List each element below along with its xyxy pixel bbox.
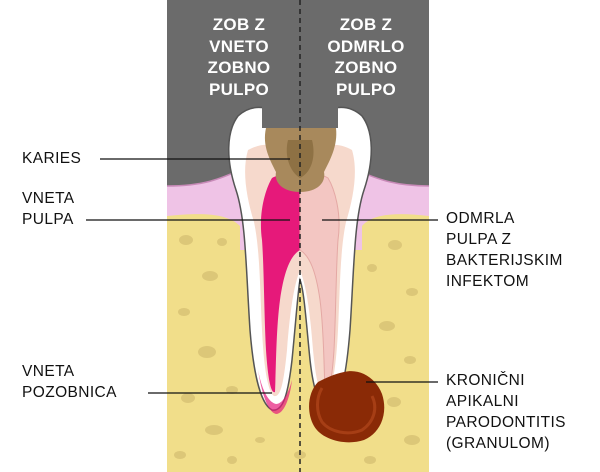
label-necrotic-pulp-line: INFEKTOM xyxy=(446,273,530,290)
label-necrotic-pulp: ODMRLA PULPA Z BAKTERIJSKIM INFEKTOM xyxy=(446,208,563,292)
label-caries-line: KARIES xyxy=(22,150,82,167)
label-granuloma-line: APIKALNI xyxy=(446,393,519,410)
label-necrotic-pulp-line: PULPA Z xyxy=(446,231,512,248)
header-right-line: ZOBNO xyxy=(334,58,398,77)
label-caries: KARIES xyxy=(22,148,81,169)
label-periodontitis-line: VNETA xyxy=(22,363,75,380)
label-necrotic-pulp-line: BAKTERIJSKIM xyxy=(446,252,563,269)
header-right-line: ZOB Z xyxy=(339,15,393,34)
label-granuloma-line: PARODONTITIS xyxy=(446,414,566,431)
granuloma xyxy=(309,371,385,443)
leader-lines xyxy=(86,158,438,394)
bone-texture xyxy=(174,235,420,464)
label-inflamed-pulp-line: VNETA xyxy=(22,190,75,207)
label-periodontitis: VNETA POZOBNICA xyxy=(22,361,117,403)
header-left: ZOB Z VNETO ZOBNO PULPO xyxy=(178,14,300,100)
crown-top-gap xyxy=(262,100,338,128)
header-right: ZOB Z ODMRLO ZOBNO PULPO xyxy=(305,14,427,100)
granuloma-halo xyxy=(316,387,377,435)
label-necrotic-pulp-line: ODMRLA xyxy=(446,210,515,227)
label-periodontitis-line: POZOBNICA xyxy=(22,384,117,401)
inflamed-periodontium xyxy=(258,370,292,414)
label-granuloma-line: (GRANULOM) xyxy=(446,435,550,452)
header-left-line: ZOB Z xyxy=(212,15,266,34)
necrotic-pulp xyxy=(299,174,340,393)
inflamed-pulp xyxy=(260,174,300,393)
header-right-line: ODMRLO xyxy=(327,36,405,56)
header-left-line: PULPO xyxy=(208,79,270,99)
label-granuloma-line: KRONIČNI xyxy=(446,372,525,389)
label-granuloma: KRONIČNI APIKALNI PARODONTITIS (GRANULOM… xyxy=(446,370,566,454)
caries-dark xyxy=(286,140,314,178)
header-left-line: ZOBNO xyxy=(207,58,271,77)
header-right-line: PULPO xyxy=(335,79,397,99)
label-inflamed-pulp: VNETA PULPA xyxy=(22,188,75,230)
header-left-line: VNETO xyxy=(209,36,269,56)
label-inflamed-pulp-line: PULPA xyxy=(22,211,74,228)
